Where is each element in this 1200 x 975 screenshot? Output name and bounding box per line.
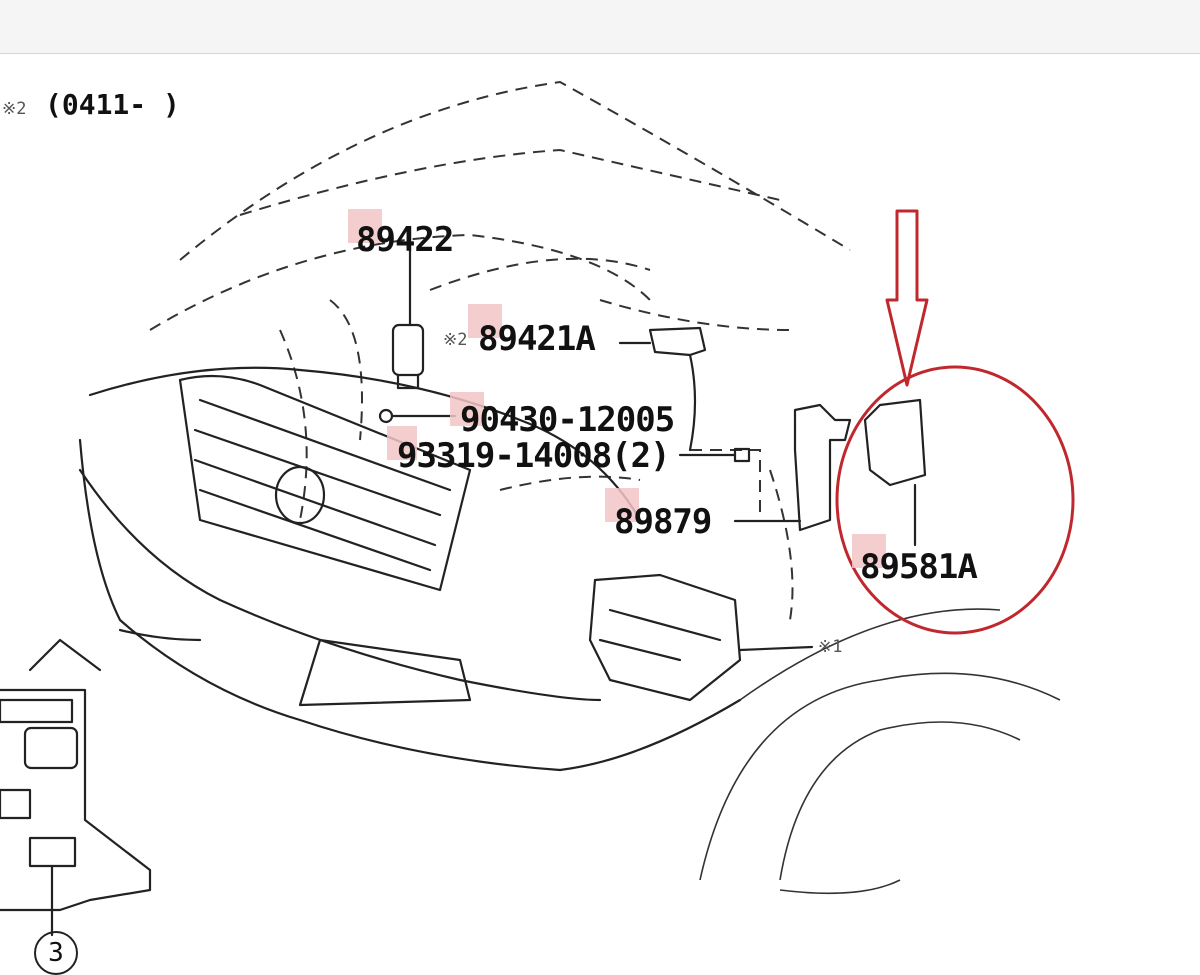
part-label-89421A[interactable]: 89421A: [478, 319, 596, 359]
diagram-line-art: [0, 80, 1075, 937]
browser-top-bar: [0, 0, 1200, 54]
part-label-93319-14008[interactable]: 93319-14008(2): [397, 436, 671, 476]
header-note-mark: ※2: [2, 99, 27, 119]
highlight-93319-14008: [387, 426, 417, 460]
part-label-89422[interactable]: 89422: [356, 220, 454, 260]
highlight-89422: [348, 209, 382, 243]
fuse-box-note-mark: ※1: [818, 637, 843, 657]
annotation-circle: [835, 365, 1075, 635]
part-label-89581A[interactable]: 89581A: [860, 547, 978, 587]
applicability-range: (0411- ): [45, 88, 180, 121]
circle-callout-number: 3: [34, 931, 78, 975]
annotation-arrow: [885, 209, 929, 387]
highlight-89421A: [468, 304, 502, 338]
highlight-89581A: [852, 534, 886, 568]
part-label-89879[interactable]: 89879: [614, 502, 712, 542]
part-label-90430-12005[interactable]: 90430-12005: [460, 400, 675, 440]
parts-diagram: ※2 (0411- ) 89422 ※2 89421A 90430-12005 …: [0, 54, 1200, 975]
part-note-89421A: ※2: [443, 330, 468, 350]
highlight-90430-12005: [450, 392, 484, 426]
highlight-89879: [605, 488, 639, 522]
